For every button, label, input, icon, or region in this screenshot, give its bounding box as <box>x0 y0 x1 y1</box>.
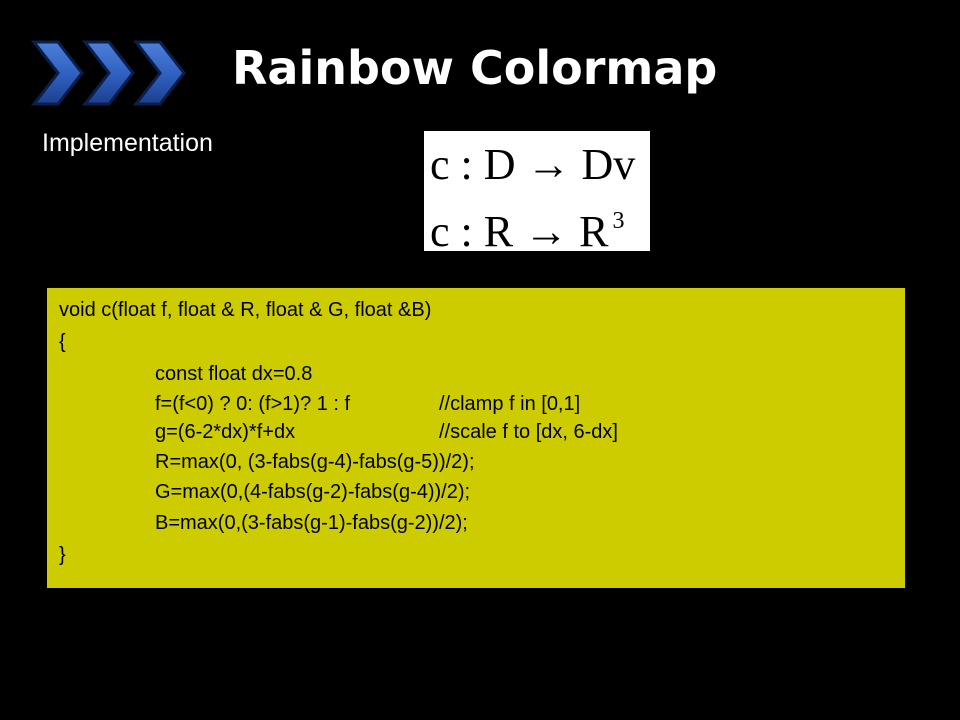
code-line-blue: B=max(0,(3-fabs(g-1)-fabs(g-2))/2); <box>155 512 468 534</box>
code-line-clamp: f=(f<0) ? 0: (f>1)? 1 : f <box>155 393 351 415</box>
code-line-scale: g=(6-2*dx)*f+dx <box>155 421 296 443</box>
slide-subtitle: Implementation <box>42 129 213 157</box>
code-block: void c(float f, float & R, float & G, fl… <box>47 288 905 588</box>
formula-line-2-exponent: 3 <box>612 208 625 234</box>
code-line-open-brace: { <box>59 331 66 353</box>
code-line-red: R=max(0, (3-fabs(g-4)-fabs(g-5))/2); <box>155 451 475 473</box>
code-comment-clamp: //clamp f in [0,1] <box>439 393 581 415</box>
slide-title: Rainbow Colormap <box>232 41 718 95</box>
code-line-const-dx: const float dx=0.8 <box>155 363 313 385</box>
code-comment-scale: //scale f to [dx, 6-dx] <box>439 421 618 443</box>
formula-line-1: c : D → Dv <box>430 140 636 189</box>
formula-line-2-base: c : R → R <box>430 207 609 256</box>
code-line-green: G=max(0,(4-fabs(g-2)-fabs(g-4))/2); <box>155 481 471 503</box>
triple-chevron-right-icon <box>30 40 186 106</box>
code-line-close-brace: } <box>59 544 66 566</box>
code-line-signature: void c(float f, float & R, float & G, fl… <box>59 299 432 321</box>
